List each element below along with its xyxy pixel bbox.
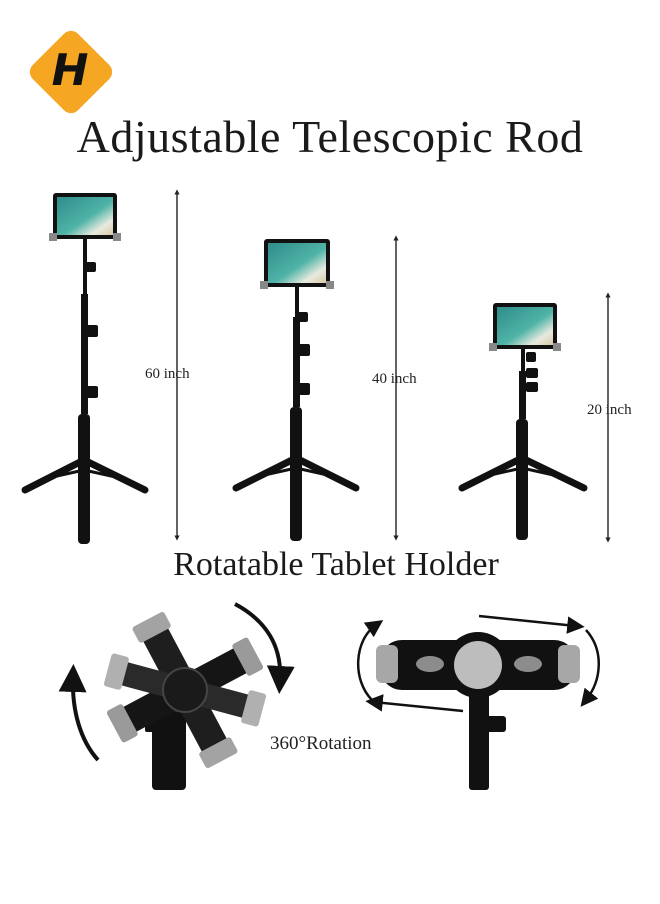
stand-short: [458, 303, 588, 540]
height-label-40: 40 inch: [372, 371, 417, 387]
height-label-60: 60 inch: [145, 366, 190, 382]
holder-horizontal: [357, 614, 600, 790]
stand-tall: [21, 193, 149, 544]
stand-medium: [232, 239, 360, 541]
page-title: Adjustable Telescopic Rod: [76, 111, 584, 162]
rotation-label: 360°Rotation: [270, 733, 372, 754]
section-title: Rotatable Tablet Holder: [173, 546, 499, 583]
height-label-20: 20 inch: [587, 402, 632, 418]
holder-rotating: [58, 602, 295, 790]
logo-letter: H: [51, 45, 89, 96]
brand-logo: [29, 30, 113, 114]
